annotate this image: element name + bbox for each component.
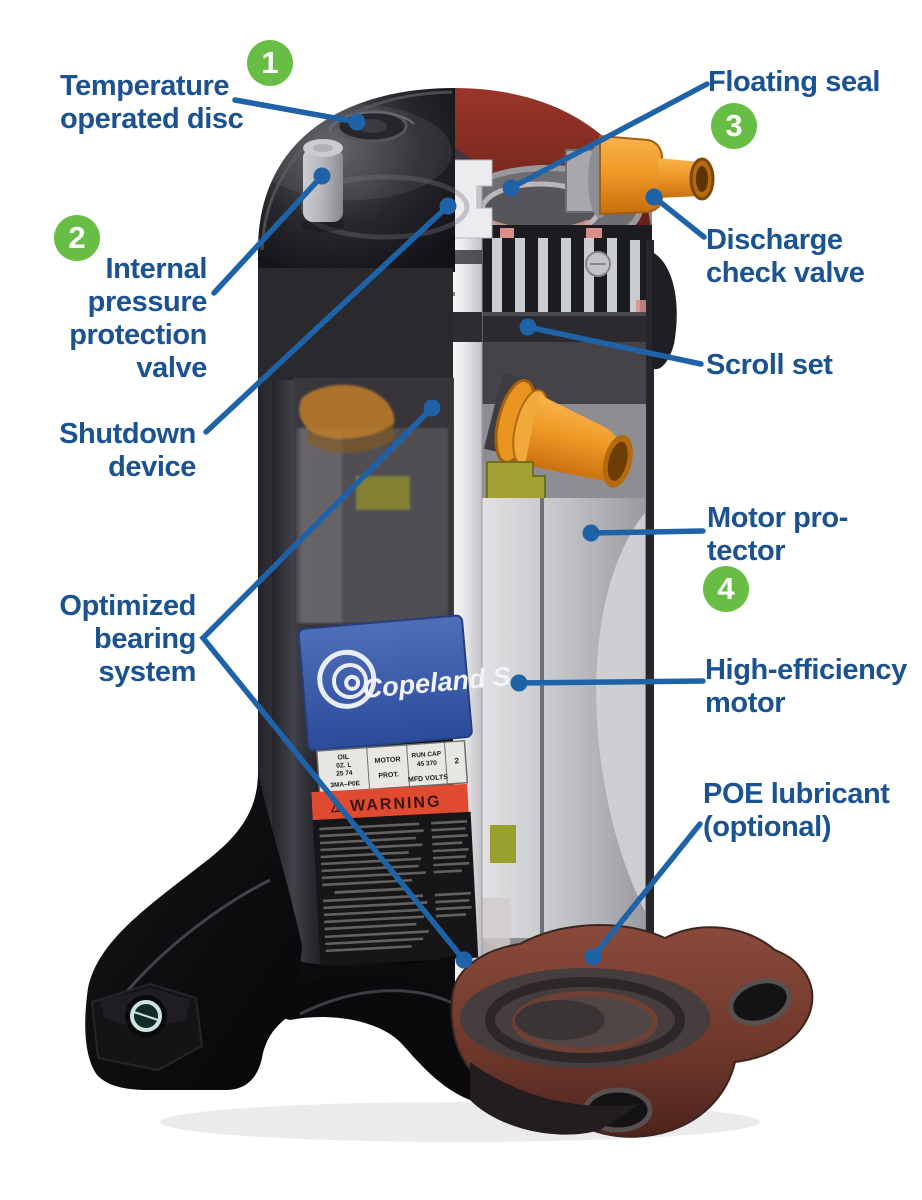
- leader-dots: [313, 113, 663, 969]
- nameplate-prot: PROT.: [378, 771, 399, 779]
- leader-bearing-fork: [199, 405, 467, 963]
- fine-print-lines: [319, 819, 472, 953]
- callout-line: Temperature: [60, 70, 230, 102]
- nameplate-oil: OIL: [337, 754, 350, 762]
- leader-temperature-disc: [232, 97, 360, 125]
- nameplate: OIL 0Z. L 25 74 3MA–P0E MOTOR PROT. RUN …: [315, 739, 469, 794]
- callout-floating-seal: Floating seal: [708, 66, 880, 99]
- leader-scroll-set: [525, 324, 704, 367]
- suction-fitting: [483, 372, 633, 488]
- callout-shutdown-device: Shutdown device: [59, 418, 196, 484]
- marker-4-number: 4: [717, 571, 735, 606]
- nameplate-motor: MOTOR: [374, 756, 400, 765]
- callout-line: tector: [707, 535, 786, 567]
- base-cutaway-brown: [450, 924, 814, 1138]
- callout-line: Motor pro-: [707, 502, 848, 534]
- marker-1-number: 1: [261, 45, 279, 80]
- callout-line: POE lubricant: [703, 778, 890, 810]
- callout-line: device: [108, 451, 196, 483]
- leader-lines: [199, 81, 710, 963]
- callout-optimized-bearing: Optimized bearing system: [59, 590, 196, 689]
- marker-1: 1: [247, 40, 293, 86]
- leader-floating-seal: [508, 81, 710, 191]
- callout-line: High-efficiency: [705, 654, 907, 686]
- nameplate-mfd: MFD VOLTS: [408, 774, 449, 784]
- nameplate-runcap: RUN CAP: [411, 750, 442, 759]
- callout-line: Scroll set: [706, 349, 833, 381]
- shell-right-edge: [585, 240, 677, 940]
- callout-line: Floating seal: [708, 66, 881, 98]
- mounting-foot: [90, 982, 204, 1072]
- leader-poe-lubricant: [590, 821, 703, 960]
- callout-line: Discharge: [706, 224, 843, 256]
- callout-scroll-set: Scroll set: [706, 349, 833, 382]
- discharge-fitting: [565, 134, 715, 218]
- pressure-valve-part: [301, 139, 345, 232]
- leader-internal-pressure: [211, 173, 325, 296]
- callout-line: operated disc: [60, 103, 244, 135]
- ghost-internals: [296, 384, 448, 623]
- callout-line: protection: [69, 319, 207, 351]
- warning-title: WARNING: [350, 793, 442, 815]
- callout-line: pressure: [87, 286, 208, 318]
- callout-line: Internal: [105, 253, 207, 285]
- callout-motor-protector: Motor pro- tector: [707, 502, 848, 568]
- mounting-hole: [728, 978, 792, 1026]
- nameplate-oil-cols: 0Z. L: [336, 762, 352, 770]
- callout-high-efficiency-motor: High-efficiency motor: [705, 654, 907, 720]
- marker-4: 4: [703, 566, 749, 612]
- callout-poe-lubricant: POE lubricant (optional): [703, 778, 890, 844]
- callout-discharge-check-valve: Discharge check valve: [706, 224, 865, 290]
- nameplate-oil-vals: 25 74: [336, 770, 353, 778]
- nameplate-partial: 2: [454, 756, 460, 765]
- nameplate-oil-type: 3MA–P0E: [330, 780, 361, 789]
- marker-3-number: 3: [725, 108, 743, 143]
- leader-shutdown: [203, 203, 451, 435]
- callout-line: check valve: [706, 257, 865, 289]
- marker-2: 2: [54, 215, 100, 261]
- callout-line: (optional): [703, 811, 832, 843]
- callout-line: Shutdown: [59, 418, 196, 450]
- main-frame: [460, 342, 652, 404]
- callout-temperature-disc: Temperature operated disc: [60, 70, 244, 136]
- marker-3: 3: [711, 103, 757, 149]
- callout-line: Optimized: [59, 590, 196, 622]
- callout-line: motor: [705, 687, 786, 719]
- callout-internal-pressure-valve: Internal pressure protection valve: [69, 253, 207, 385]
- brand-panel: Copeland S: [297, 614, 512, 752]
- leader-high-efficiency-motor: [516, 678, 706, 686]
- leader-discharge-valve: [651, 194, 707, 240]
- marker-2-number: 2: [68, 220, 86, 255]
- leader-motor-protector: [588, 528, 706, 536]
- ghost-counterweight: [299, 384, 395, 439]
- callout-line: valve: [136, 352, 207, 384]
- nameplate-runcap-vals: 45 370: [417, 760, 438, 768]
- copeland-swirl-logo: [317, 649, 377, 709]
- callout-line: system: [98, 656, 196, 688]
- callout-line: bearing: [94, 623, 196, 655]
